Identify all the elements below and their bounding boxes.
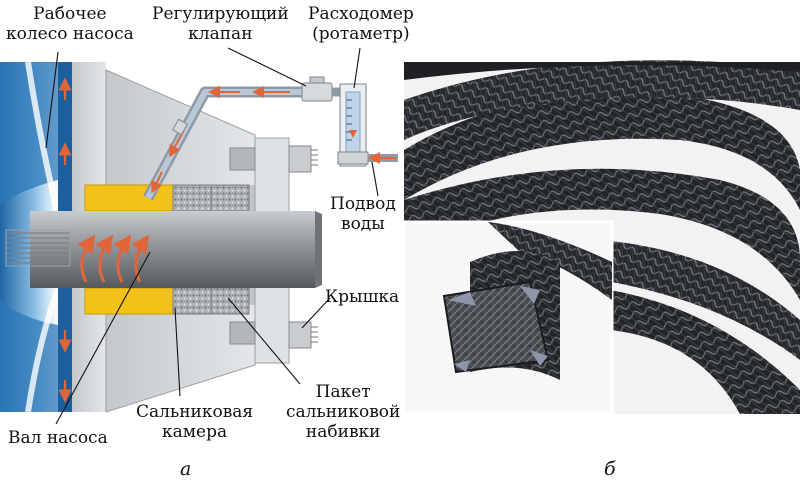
supply-pipe bbox=[143, 86, 318, 201]
label-impeller: Рабочее колесо насоса bbox=[6, 4, 134, 44]
panel-a-diagram bbox=[0, 47, 398, 425]
label-packing-set: Пакет сальниковой набивки bbox=[286, 382, 401, 442]
label-shaft: Вал насоса bbox=[8, 428, 108, 448]
label-stuffing-box: Сальниковая камера bbox=[136, 402, 254, 442]
label-cover: Крышка bbox=[325, 287, 400, 307]
panel-b-photo bbox=[402, 60, 800, 416]
leader-lines bbox=[45, 47, 379, 425]
packing-cross-section-inset bbox=[402, 220, 614, 416]
leakage-flow-arrows bbox=[77, 234, 150, 283]
rotameter bbox=[337, 83, 398, 167]
label-water-supply: Подвод воды bbox=[330, 194, 396, 234]
pump-shaft bbox=[5, 211, 322, 288]
caption-b: б bbox=[604, 458, 616, 480]
lantern-ring-top bbox=[84, 184, 174, 212]
caption-a: а bbox=[180, 458, 192, 480]
lantern-ring-bottom bbox=[84, 287, 174, 315]
label-valve: Регулирующий клапан bbox=[152, 4, 289, 44]
label-flowmeter: Расходомер (ротаметр) bbox=[308, 4, 414, 44]
